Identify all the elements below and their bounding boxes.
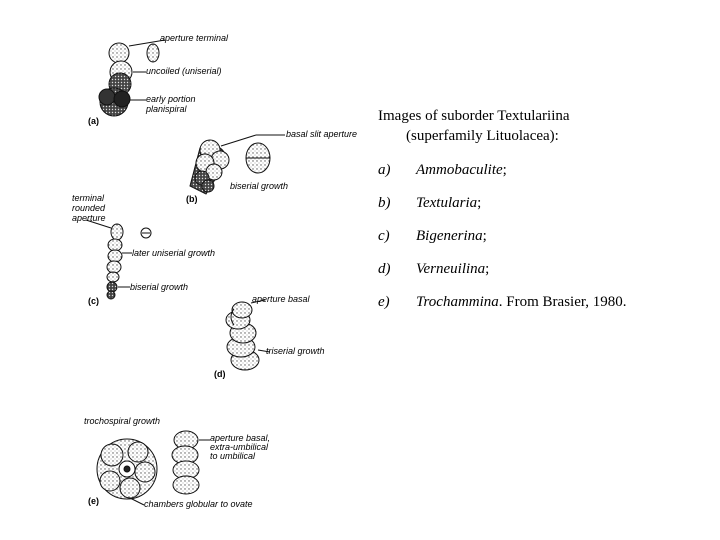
label-early-portion: early portion: [146, 94, 196, 104]
label-biserial-growth-b: biserial growth: [230, 181, 289, 191]
label-uncoiled-uniserial: uncoiled (uniserial): [146, 66, 222, 76]
label-basal-slit-aperture: basal slit aperture: [286, 129, 358, 139]
specimen-e: [96, 430, 210, 506]
foraminifera-figure: aperture terminal uncoiled (uniserial) e…: [72, 33, 358, 509]
item-genus: Ammobaculite: [416, 162, 503, 178]
panel-label-a: (a): [88, 116, 99, 126]
item-letter: c): [378, 228, 390, 244]
item-rest: ;: [485, 261, 490, 277]
item-letter: b): [378, 195, 391, 211]
item-rest: . From Brasier, 1980.: [498, 294, 627, 310]
panel-label-d: (d): [214, 369, 226, 379]
label-rounded: rounded: [72, 203, 106, 213]
list-item: a) Ammobaculite;: [378, 162, 708, 195]
label-aperture: aperture: [72, 213, 106, 223]
item-letter: d): [378, 261, 391, 277]
caption-title: Images of suborder Textulariina (superfa…: [378, 106, 708, 146]
item-rest: ;: [502, 162, 507, 178]
specimen-d: [225, 299, 271, 371]
caption-title-line1: Images of suborder Textulariina: [378, 108, 570, 124]
specimen-c: [85, 219, 152, 300]
label-extra-umbilical: extra-umbilical: [210, 442, 269, 452]
panel-label-e: (e): [88, 496, 99, 506]
label-planispiral: planispiral: [146, 104, 187, 114]
list-item: c) Bigenerina;: [378, 228, 708, 261]
item-rest: ;: [477, 195, 482, 211]
list-item: b) Textularia;: [378, 195, 708, 228]
label-chambers-globular: chambers globular to ovate: [144, 499, 253, 509]
label-biserial-growth-c: biserial growth: [130, 282, 189, 292]
item-genus: Trochammina: [416, 294, 499, 310]
panel-label-c: (c): [88, 296, 99, 306]
item-genus: Bigenerina: [416, 228, 483, 244]
item-letter: e): [378, 294, 390, 310]
item-genus: Verneuilina: [416, 261, 486, 277]
list-item: d) Verneuilina;: [378, 261, 708, 294]
foraminifera-drawings: [85, 39, 285, 506]
genus-list: a) Ammobaculite; b) Textularia; c) Bigen…: [378, 162, 708, 327]
label-aperture-basal-e: aperture basal,: [210, 433, 271, 443]
label-triserial-growth: triserial growth: [266, 346, 325, 356]
label-trochospiral-growth: trochospiral growth: [84, 416, 161, 426]
label-aperture-terminal: aperture terminal: [160, 33, 229, 43]
label-terminal: terminal: [72, 193, 105, 203]
caption-title-line2: (superfamily Lituolacea):: [406, 128, 559, 144]
label-to-umbilical: to umbilical: [210, 451, 256, 461]
specimen-a: [98, 39, 166, 117]
label-later-uniserial-growth: later uniserial growth: [132, 248, 216, 258]
specimen-b: [189, 134, 285, 195]
panel-label-b: (b): [186, 194, 198, 204]
list-item: e) Trochammina. From Brasier, 1980.: [378, 294, 708, 327]
item-letter: a): [378, 162, 391, 178]
item-rest: ;: [482, 228, 487, 244]
label-aperture-basal: aperture basal: [252, 294, 310, 304]
item-genus: Textularia: [416, 195, 478, 211]
